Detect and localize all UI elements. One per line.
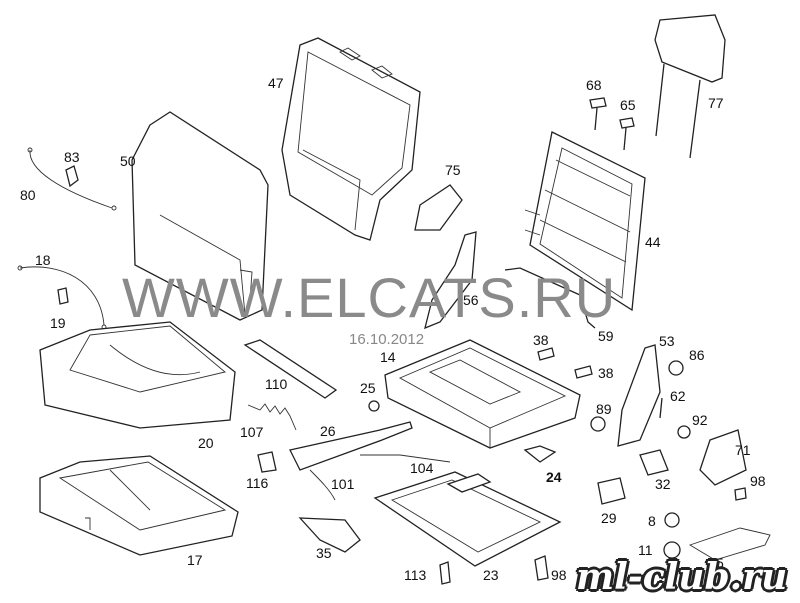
- part-label: 116: [246, 475, 269, 491]
- part-label: 38: [533, 332, 549, 348]
- part-label: 113: [404, 567, 427, 583]
- screw-113: [439, 561, 451, 585]
- part-label: 75: [445, 162, 461, 178]
- part-label: 11: [638, 542, 653, 558]
- part-label: 44: [645, 234, 661, 250]
- bracket-35: [298, 517, 361, 553]
- bolt-38a: [537, 347, 555, 361]
- part-label: 32: [655, 476, 671, 492]
- part-label: 35: [316, 545, 332, 561]
- diagram-date: 16.10.2012: [349, 331, 425, 348]
- clip-25: [368, 400, 380, 412]
- bar-110: [243, 339, 338, 399]
- part-label: 77: [708, 95, 724, 111]
- part-label: 68: [586, 77, 602, 93]
- backrest-foam-50: [131, 111, 269, 321]
- pin-62: [659, 397, 663, 419]
- lever-26: [289, 421, 413, 471]
- part-label: 23: [483, 567, 499, 583]
- part-label: 5: [716, 555, 724, 571]
- seat-cushion-20: [39, 321, 236, 429]
- spring-107: [247, 403, 297, 431]
- part-label: 29: [601, 510, 617, 526]
- bracket-29: [597, 477, 626, 505]
- screw-98a: [734, 487, 747, 501]
- part-label: 101: [331, 476, 355, 492]
- part-label: 47: [268, 75, 284, 91]
- backrest-cover-47: [281, 37, 421, 241]
- side-bracket-53: [617, 344, 661, 447]
- part-label: 89: [596, 401, 612, 417]
- seat-frame-14: [384, 339, 581, 449]
- part-label: 18: [35, 252, 51, 268]
- part-label: 92: [692, 412, 708, 428]
- cable-101: [309, 469, 336, 501]
- part-label: 25: [360, 380, 376, 396]
- screw-98b: [534, 555, 549, 581]
- part-label: 86: [689, 347, 705, 363]
- part-label: 14: [380, 349, 396, 365]
- headrest-guides-68-65: [589, 97, 635, 151]
- backrest-frame-44: [524, 131, 646, 312]
- cable-104: [360, 454, 451, 463]
- clip-24: [523, 445, 557, 463]
- part-label: 62: [670, 388, 686, 404]
- hinge-56: [424, 231, 477, 330]
- bolt-89: [590, 416, 606, 432]
- bolt-86: [668, 360, 684, 376]
- part-label: 71: [735, 442, 751, 458]
- headrest-77: [654, 14, 726, 159]
- bolt-38b: [574, 365, 593, 379]
- part-label: 65: [620, 97, 636, 113]
- seat-cushion-17: [39, 455, 239, 556]
- rail-5: [688, 527, 771, 561]
- part-label: 107: [240, 424, 264, 440]
- knob-116: [257, 451, 277, 473]
- lower-panel-23: [373, 471, 562, 567]
- wire-80-clip-83: [27, 147, 117, 211]
- part-label: 24: [546, 469, 562, 485]
- wire-18-clip-19: [17, 265, 107, 330]
- part-label: 98: [551, 567, 567, 583]
- part-label: 98: [750, 473, 766, 489]
- part-label: 80: [20, 187, 36, 203]
- part-label: 53: [659, 333, 675, 349]
- watermark-text: WWW.ELCATS.RU: [122, 266, 617, 329]
- part-label: 17: [187, 552, 203, 568]
- bolt-92: [677, 425, 691, 439]
- part-label: 19: [50, 315, 66, 331]
- part-label: 8: [648, 513, 656, 529]
- bracket-75: [414, 184, 463, 231]
- part-label: 26: [320, 423, 336, 439]
- part-label: 38: [598, 365, 614, 381]
- part-label: 56: [463, 292, 479, 308]
- trim-71: [699, 429, 747, 486]
- bracket-32: [639, 449, 669, 476]
- brand-logo-text: ml-club.ru: [576, 556, 788, 598]
- part-label: 110: [265, 376, 288, 392]
- rod-59: [504, 267, 596, 329]
- washer-11: [663, 541, 681, 559]
- part-label: 50: [120, 153, 136, 169]
- part-label: 20: [198, 435, 214, 451]
- bolt-8: [664, 512, 680, 528]
- part-label: 59: [598, 328, 614, 344]
- part-label: 104: [410, 460, 434, 476]
- part-label: 83: [64, 149, 80, 165]
